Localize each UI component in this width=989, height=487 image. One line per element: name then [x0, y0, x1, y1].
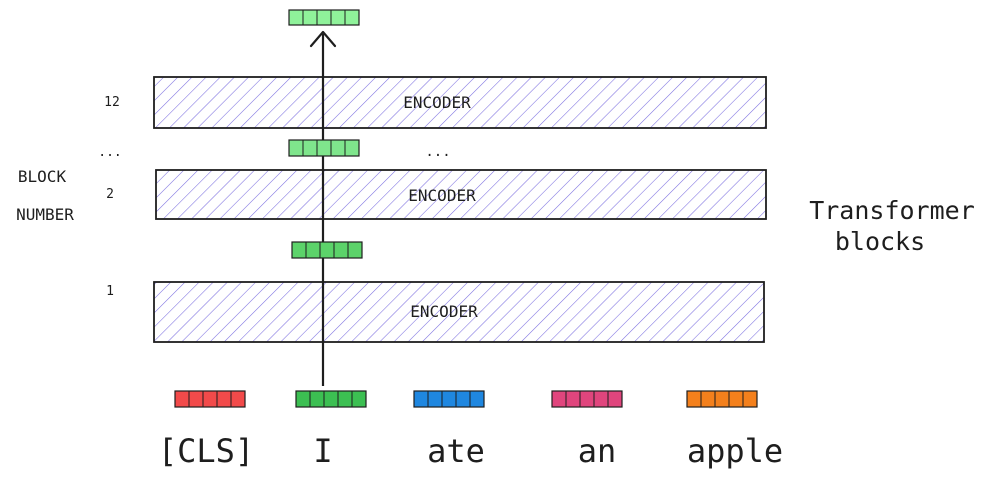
side-label-line2: blocks	[835, 227, 925, 256]
token-vector	[686, 390, 758, 408]
side-label-line1: Transformer	[809, 196, 975, 225]
hidden-vector-top	[288, 9, 360, 26]
token-word-apple: apple	[687, 432, 783, 470]
hidden-vector-mid	[288, 139, 360, 157]
encoder-block-1: ENCODER	[153, 281, 765, 343]
token-word-cls: [CLS]	[158, 432, 254, 470]
encoder-label: ENCODER	[403, 93, 471, 112]
token-vector	[174, 390, 246, 408]
encoder-label: ENCODER	[410, 302, 478, 321]
token-vector	[413, 390, 485, 408]
block-number-title-line1: BLOCK	[18, 167, 67, 186]
token-words: [CLS] I ate an apple	[158, 432, 783, 470]
arrow-up-icon	[309, 30, 337, 386]
token-vector	[551, 390, 623, 408]
encoder-label: ENCODER	[408, 186, 476, 205]
ellipsis-dots: ...	[425, 144, 450, 160]
block-number-2: 2	[106, 187, 114, 202]
block-number-12: 12	[104, 95, 120, 110]
token-word-ate: ate	[427, 432, 485, 470]
encoder-block-2: ENCODER	[155, 169, 767, 220]
token-vector	[295, 390, 367, 408]
token-vectors	[174, 390, 758, 408]
token-word-an: an	[578, 432, 617, 470]
block-number-dots: ...	[98, 145, 121, 160]
block-number-1: 1	[106, 284, 114, 299]
block-number-title-line2: NUMBER	[16, 205, 74, 224]
token-word-i: I	[313, 432, 332, 470]
hidden-vector-low	[291, 241, 363, 259]
encoder-block-12: ENCODER	[153, 76, 767, 129]
